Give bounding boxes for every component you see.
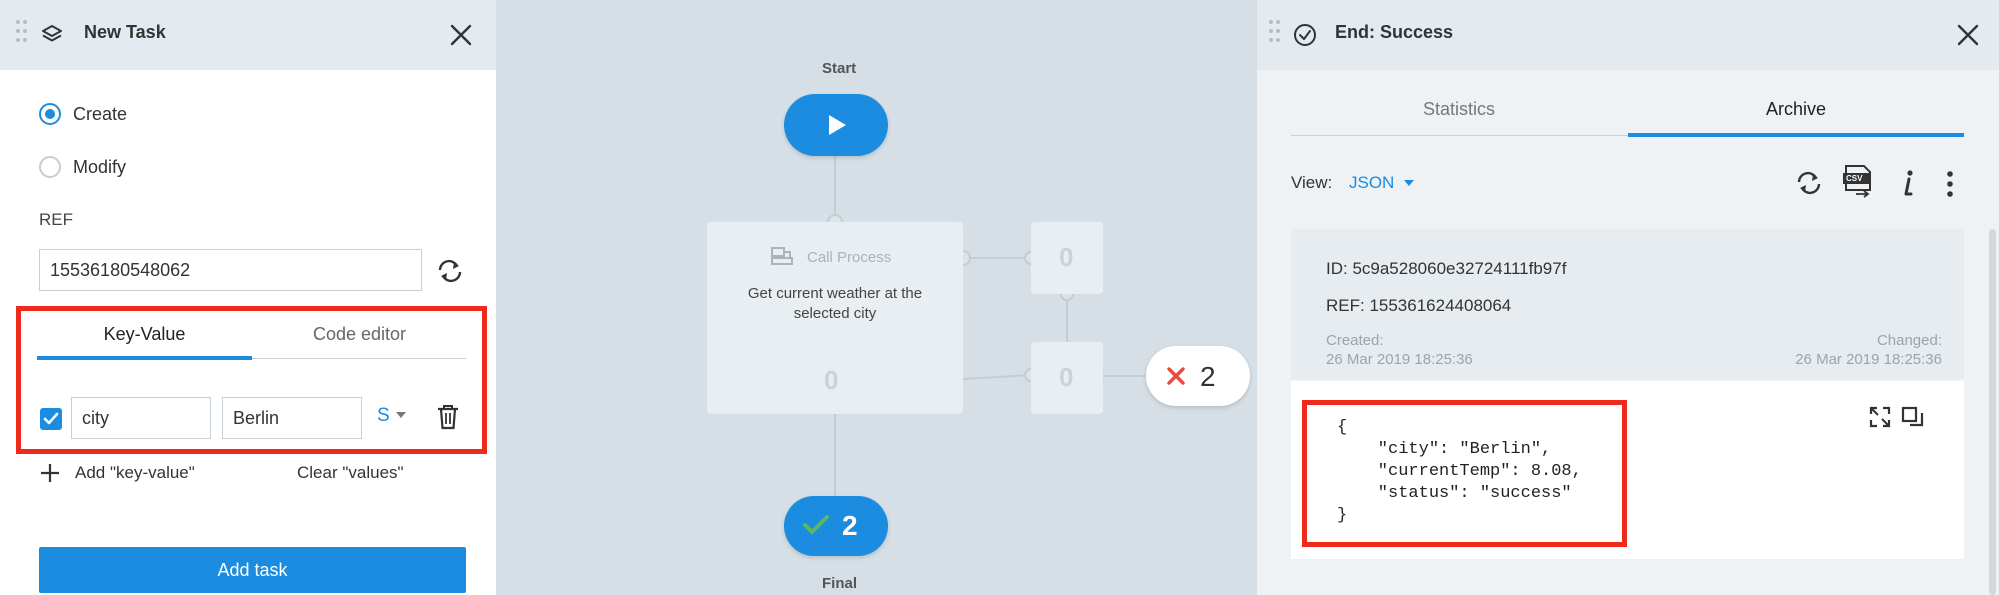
csv-document-icon xyxy=(1843,165,1871,198)
radio-modify[interactable] xyxy=(39,156,61,178)
call-process-node[interactable]: Call Process Get current weather at the … xyxy=(707,222,963,414)
check-circle-icon xyxy=(1294,24,1316,46)
view-select[interactable]: JSON xyxy=(1349,173,1395,192)
error-x-icon xyxy=(1167,367,1185,385)
tab-archive[interactable]: Archive xyxy=(1765,99,1827,119)
close-icon[interactable] xyxy=(447,21,475,49)
radio-modify-label: Modify xyxy=(73,157,127,177)
error-node[interactable]: 2 xyxy=(1146,346,1250,406)
tabs-divider xyxy=(1291,135,1964,136)
panel-title: New Task xyxy=(84,22,166,42)
panel-header: New Task xyxy=(0,0,496,70)
changed-label: Changed: xyxy=(1876,332,1942,349)
active-tab-indicator xyxy=(37,356,252,360)
new-task-panel: New Task Create Modify REF Key-Value Cod… xyxy=(0,0,496,595)
start-node[interactable] xyxy=(784,94,888,156)
clear-values-link[interactable]: Clear "values" xyxy=(297,463,404,482)
add-key-value-link[interactable]: Add "key-value" xyxy=(75,463,195,482)
drag-handle-icon[interactable] xyxy=(16,20,28,50)
final-node[interactable]: 2 xyxy=(784,496,888,556)
created-value: 26 Mar 2019 18:25:36 xyxy=(1326,351,1473,368)
key-input[interactable] xyxy=(71,397,211,439)
call-process-icon xyxy=(771,247,793,265)
mini-node-bottom[interactable]: 0 xyxy=(1031,342,1103,414)
radio-create[interactable] xyxy=(39,103,61,125)
record-id: ID: 5c9a528060e32724111fb97f xyxy=(1326,259,1567,278)
error-count: 2 xyxy=(1200,361,1216,392)
trash-icon[interactable] xyxy=(436,404,460,430)
end-success-panel: End: Success Statistics Archive View: JS… xyxy=(1257,0,1999,595)
value-type-select[interactable]: S xyxy=(377,405,390,426)
changed-value: 26 Mar 2019 18:25:36 xyxy=(1795,351,1942,368)
mini-node-bottom-count: 0 xyxy=(1059,362,1074,392)
mini-node-top[interactable]: 0 xyxy=(1031,222,1103,294)
expand-icon[interactable] xyxy=(1868,405,1892,429)
scrollbar[interactable] xyxy=(1989,229,1996,595)
play-icon xyxy=(829,115,846,135)
plus-icon[interactable] xyxy=(39,462,61,484)
tab-code-editor[interactable]: Code editor xyxy=(312,324,407,344)
right-panel-title: End: Success xyxy=(1335,22,1454,42)
chevron-down-icon[interactable] xyxy=(1403,178,1415,188)
process-type-label: Call Process xyxy=(807,249,892,266)
add-task-button[interactable]: Add task xyxy=(39,547,466,593)
json-output-card: { "city": "Berlin", "currentTemp": 8.08,… xyxy=(1291,381,1964,559)
copy-icon[interactable] xyxy=(1901,405,1925,429)
csv-export-icon[interactable]: CSV xyxy=(1842,164,1874,200)
more-vertical-icon[interactable] xyxy=(1945,170,1955,198)
process-count: 0 xyxy=(824,365,839,395)
radio-create-label: Create xyxy=(73,104,128,124)
row-checkbox[interactable] xyxy=(40,408,62,430)
tab-statistics[interactable]: Statistics xyxy=(1422,99,1496,119)
mini-node-top-count: 0 xyxy=(1059,242,1074,272)
json-output: { "city": "Berlin", "currentTemp": 8.08,… xyxy=(1337,418,1582,525)
final-count: 2 xyxy=(842,510,858,541)
ref-input[interactable] xyxy=(39,249,422,291)
success-check-icon xyxy=(803,515,829,534)
right-panel-header: End: Success xyxy=(1257,0,1999,70)
tab-key-value[interactable]: Key-Value xyxy=(103,324,186,344)
drag-handle-icon[interactable] xyxy=(1269,20,1281,50)
process-canvas: Start Call Process Get current weather a… xyxy=(496,0,1257,595)
view-label: View: xyxy=(1291,173,1333,192)
refresh-icon[interactable] xyxy=(436,258,464,284)
record-ref: REF: 155361624408064 xyxy=(1326,296,1512,315)
active-tab-indicator xyxy=(1628,133,1964,137)
value-input[interactable] xyxy=(222,397,362,439)
info-icon[interactable] xyxy=(1899,168,1917,198)
process-description: Get current weather at the selected city xyxy=(747,285,923,322)
record-info-card: ID: 5c9a528060e32724111fb97f REF: 155361… xyxy=(1291,229,1964,379)
start-label: Start xyxy=(822,60,857,77)
close-icon[interactable] xyxy=(1954,21,1982,49)
refresh-icon[interactable] xyxy=(1795,170,1823,196)
check-icon xyxy=(43,412,59,425)
chevron-down-icon[interactable] xyxy=(395,410,407,420)
created-label: Created: xyxy=(1326,332,1384,349)
layers-icon xyxy=(42,25,62,42)
csv-badge-text: CSV xyxy=(1846,174,1863,183)
final-label: Final xyxy=(822,575,858,592)
ref-label: REF xyxy=(39,210,73,229)
